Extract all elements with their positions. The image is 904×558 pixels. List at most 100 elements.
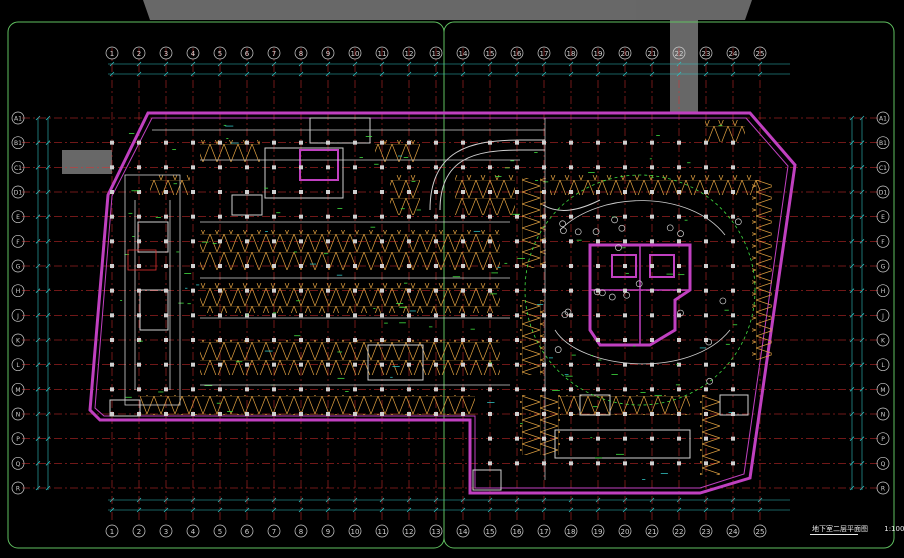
column (272, 140, 276, 145)
grid-label-top: 2 (137, 50, 141, 58)
column (326, 338, 330, 342)
column-round (592, 228, 600, 235)
parking-row (150, 175, 190, 195)
grid-bubble-bottom: 8 (294, 524, 308, 538)
grid-label-bottom: 13 (432, 528, 441, 536)
parking-row (700, 395, 720, 475)
grid-bubble-top: 7 (267, 46, 281, 60)
column (542, 214, 546, 219)
column (407, 387, 411, 392)
grid-label-right: C1 (879, 165, 887, 172)
grid-bubble-left: K (11, 333, 25, 347)
grid-bubble-right: A1 (876, 111, 890, 125)
grid-label-bottom: 11 (378, 528, 387, 536)
column (596, 338, 600, 342)
grid-bubble-left: F (11, 234, 25, 248)
grid-label-left: G (16, 264, 21, 271)
column (164, 264, 168, 268)
grid-bubble-bottom: 20 (618, 524, 632, 538)
grid-bubble-bottom: 21 (645, 524, 659, 538)
grid-label-right: P (881, 436, 885, 443)
grid-label-left: B1 (14, 140, 22, 147)
grid-label-right: J (881, 313, 884, 320)
column (218, 288, 222, 293)
grid-bubble-top: 5 (213, 46, 227, 60)
column (542, 288, 546, 293)
grid-bubble-bottom: 24 (726, 524, 740, 538)
grid-label-left: H (16, 288, 21, 295)
parking-row (560, 395, 690, 415)
annotations (120, 124, 742, 480)
column (515, 264, 519, 268)
grid-bubble-bottom: 19 (591, 524, 605, 538)
column-round (677, 309, 684, 317)
column (461, 165, 465, 170)
grid-bubble-bottom: 18 (564, 524, 578, 538)
grid-bubble-top: 20 (618, 46, 632, 60)
grid-bubble-top: 2 (132, 46, 146, 60)
column (461, 338, 465, 342)
column (650, 362, 654, 367)
column (326, 214, 330, 219)
column (272, 165, 276, 170)
column (218, 387, 222, 392)
grid-label-top: 16 (513, 50, 522, 58)
column (110, 387, 114, 392)
grid-bubble-bottom: 15 (483, 524, 497, 538)
column (353, 362, 357, 367)
grid-bubble-left: J (11, 308, 25, 322)
column (515, 165, 519, 170)
column-round (666, 224, 674, 232)
column (245, 165, 249, 170)
grid-label-left: E (16, 214, 20, 221)
column-round (593, 288, 601, 296)
grid-bubble-left: L (11, 358, 25, 372)
grid-label-right: G (881, 264, 886, 271)
column (407, 214, 411, 219)
column (488, 412, 492, 416)
grid-bubble-bottom: 13 (429, 524, 443, 538)
column (299, 387, 303, 392)
column (704, 313, 708, 318)
column (569, 264, 573, 268)
grid-label-right: R (881, 486, 885, 493)
column (434, 214, 438, 219)
column (542, 264, 546, 268)
grid-label-top: 5 (218, 50, 222, 58)
column (110, 313, 114, 318)
grid-bubble-left: G (11, 259, 25, 273)
column (137, 313, 141, 318)
column (272, 387, 276, 392)
grid-bubble-top: 25 (753, 46, 767, 60)
column (191, 387, 195, 392)
column (272, 190, 276, 194)
column (542, 338, 546, 342)
parking-rows (140, 120, 772, 475)
top-hatch-strip (143, 0, 752, 20)
column (434, 288, 438, 293)
grid-label-left: Q (16, 461, 21, 468)
grid-label-left: J (16, 313, 19, 320)
outline-polygon (88, 111, 797, 495)
column (380, 214, 384, 219)
column (731, 165, 735, 170)
column (596, 313, 600, 318)
column (461, 313, 465, 318)
column (461, 140, 465, 145)
column (407, 412, 411, 416)
column (461, 362, 465, 367)
grid-label-top: 14 (459, 50, 468, 58)
column (623, 190, 627, 194)
column (515, 387, 519, 392)
grid-bubble-top: 9 (321, 46, 335, 60)
parking-row (752, 180, 772, 360)
column-round (611, 216, 618, 224)
column (488, 165, 492, 170)
column (623, 288, 627, 293)
column (380, 239, 384, 244)
grid-label-bottom: 2 (137, 528, 141, 536)
grid-label-right: K (881, 338, 886, 345)
column (434, 190, 438, 194)
grid-label-bottom: 1 (110, 528, 114, 536)
column (731, 313, 735, 318)
